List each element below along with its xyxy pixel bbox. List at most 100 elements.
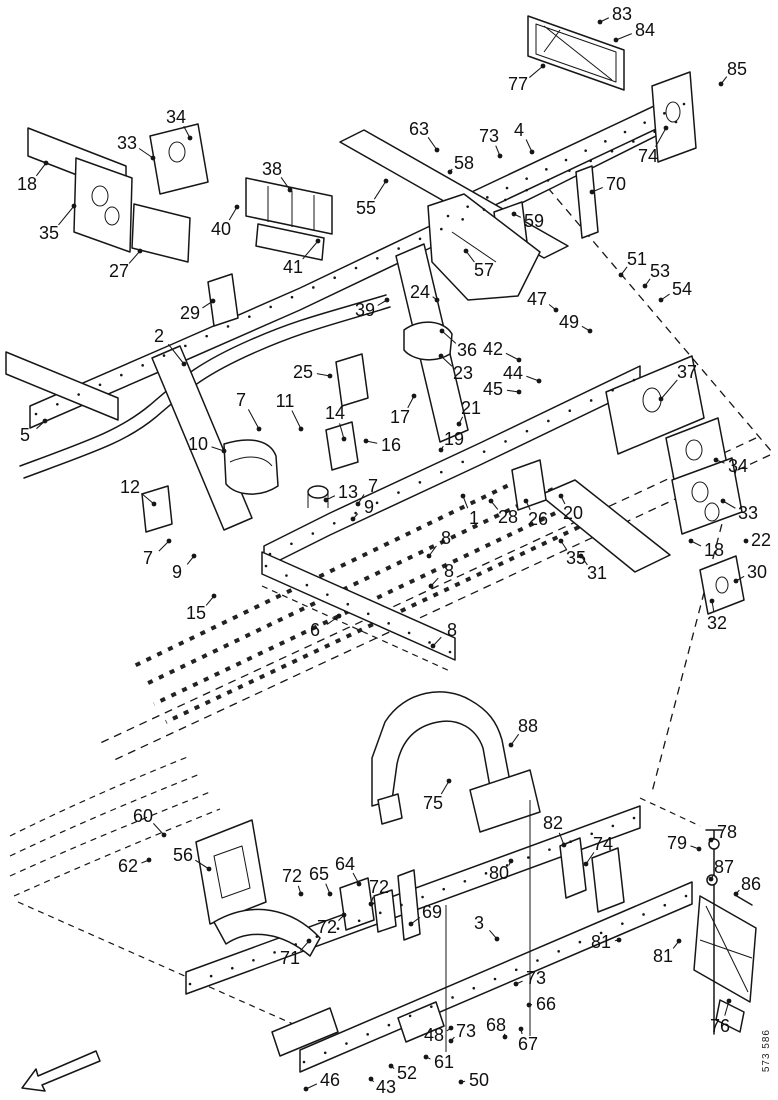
rivet-dot (472, 986, 476, 990)
callout-1: 1 (469, 508, 479, 528)
fastener-dot (456, 421, 462, 427)
callout-70: 70 (606, 174, 626, 194)
rivet-dot (632, 378, 636, 382)
fastener-dot (181, 361, 187, 367)
fastener-dot (597, 19, 603, 25)
callout-83: 83 (612, 4, 632, 24)
callout-48: 48 (424, 1025, 444, 1045)
front-direction-arrow-icon (21, 1050, 101, 1092)
rivet-dot (312, 286, 315, 289)
fastener-dot (210, 298, 216, 304)
leader-line (58, 205, 75, 226)
leader-line (128, 250, 141, 264)
callout-77: 77 (508, 74, 528, 94)
rivet-dot (611, 824, 615, 828)
rivet-dot (610, 149, 614, 153)
rivet-dot (418, 481, 422, 484)
callout-31: 31 (587, 563, 607, 583)
rivet-dot (421, 895, 424, 899)
leader-line (724, 1000, 730, 1016)
callout-58: 58 (454, 153, 474, 173)
callout-34: 34 (728, 456, 748, 476)
callout-29: 29 (180, 303, 200, 323)
fastener-dot (341, 436, 347, 442)
callout-71: 71 (280, 948, 300, 968)
fastener-dot (71, 203, 77, 209)
fastener-dot (206, 866, 212, 872)
callout-52: 52 (397, 1063, 417, 1083)
rivet-dot (323, 1051, 327, 1055)
leader-line (440, 780, 450, 795)
rivet-dot (557, 950, 560, 953)
rivet-dot (336, 927, 340, 930)
fastener-dot (578, 553, 584, 559)
rivet-dot (366, 612, 370, 616)
callout-62: 62 (118, 856, 138, 876)
callout-28: 28 (498, 507, 518, 527)
rivet-dot (632, 140, 635, 143)
fastener-dot (327, 373, 333, 379)
rivet-dot (663, 903, 667, 907)
callout-16: 16 (381, 435, 401, 455)
rivet-dot (354, 511, 357, 515)
fastener-dot (428, 583, 434, 589)
leader-line (138, 148, 154, 159)
rivet-dot (442, 887, 446, 891)
rivet-dot (269, 305, 272, 309)
fastener-dot (166, 538, 172, 544)
rivet-dot (504, 198, 507, 202)
rivet-dot (205, 334, 208, 338)
callout-42: 42 (483, 339, 503, 359)
rivet-dot (366, 1033, 369, 1036)
rivet-dot (482, 450, 486, 453)
callout-66: 66 (536, 994, 556, 1014)
callout-81: 81 (591, 932, 611, 952)
callout-23: 23 (453, 363, 473, 383)
fastener-dot (336, 613, 342, 619)
fastener-dot (642, 283, 648, 289)
leader-line (660, 379, 678, 400)
fastener-dot (508, 858, 514, 864)
callout-2: 2 (154, 326, 164, 346)
callout-78: 78 (717, 822, 737, 842)
callout-30: 30 (747, 562, 767, 582)
drawing-number: 573 586 (761, 1028, 772, 1072)
callout-50: 50 (469, 1070, 489, 1090)
fastener-dot (558, 493, 564, 499)
fastener-dot (43, 160, 49, 166)
rivet-dot (466, 205, 469, 208)
fastener-dot (513, 981, 519, 987)
rivet-dot (461, 218, 464, 221)
fastener-dot (613, 37, 619, 43)
rivet-dot (226, 325, 230, 328)
rivet-dot (505, 186, 509, 190)
rivet-dot (311, 532, 315, 535)
fastener-dot (658, 396, 664, 402)
rivet-dot (428, 641, 431, 644)
fastener-dot (726, 998, 732, 1004)
fastener-dot (720, 498, 726, 504)
leader-line (441, 330, 457, 344)
rivet-dot (547, 419, 550, 423)
upper-frame-assembly (5, 15, 745, 661)
fastener-dot (434, 297, 440, 303)
rivet-dot (545, 168, 548, 171)
leader-line (529, 65, 544, 78)
callout-49: 49 (559, 312, 579, 332)
callout-65: 65 (309, 864, 329, 884)
callout-53: 53 (650, 261, 670, 281)
rivet-dot (302, 1060, 306, 1064)
fastener-dot (448, 1025, 454, 1031)
leader-line (302, 240, 319, 260)
rivet-dot (446, 214, 450, 218)
fastener-dot (523, 498, 529, 504)
rivet-dot (378, 911, 382, 915)
fastener-dot (384, 297, 390, 303)
fastener-dot (446, 778, 452, 784)
rivet-dot (294, 943, 298, 946)
fastener-dot (708, 876, 714, 882)
rivet-dot (430, 1005, 433, 1008)
callout-60: 60 (133, 806, 153, 826)
fastener-dot (497, 153, 503, 159)
